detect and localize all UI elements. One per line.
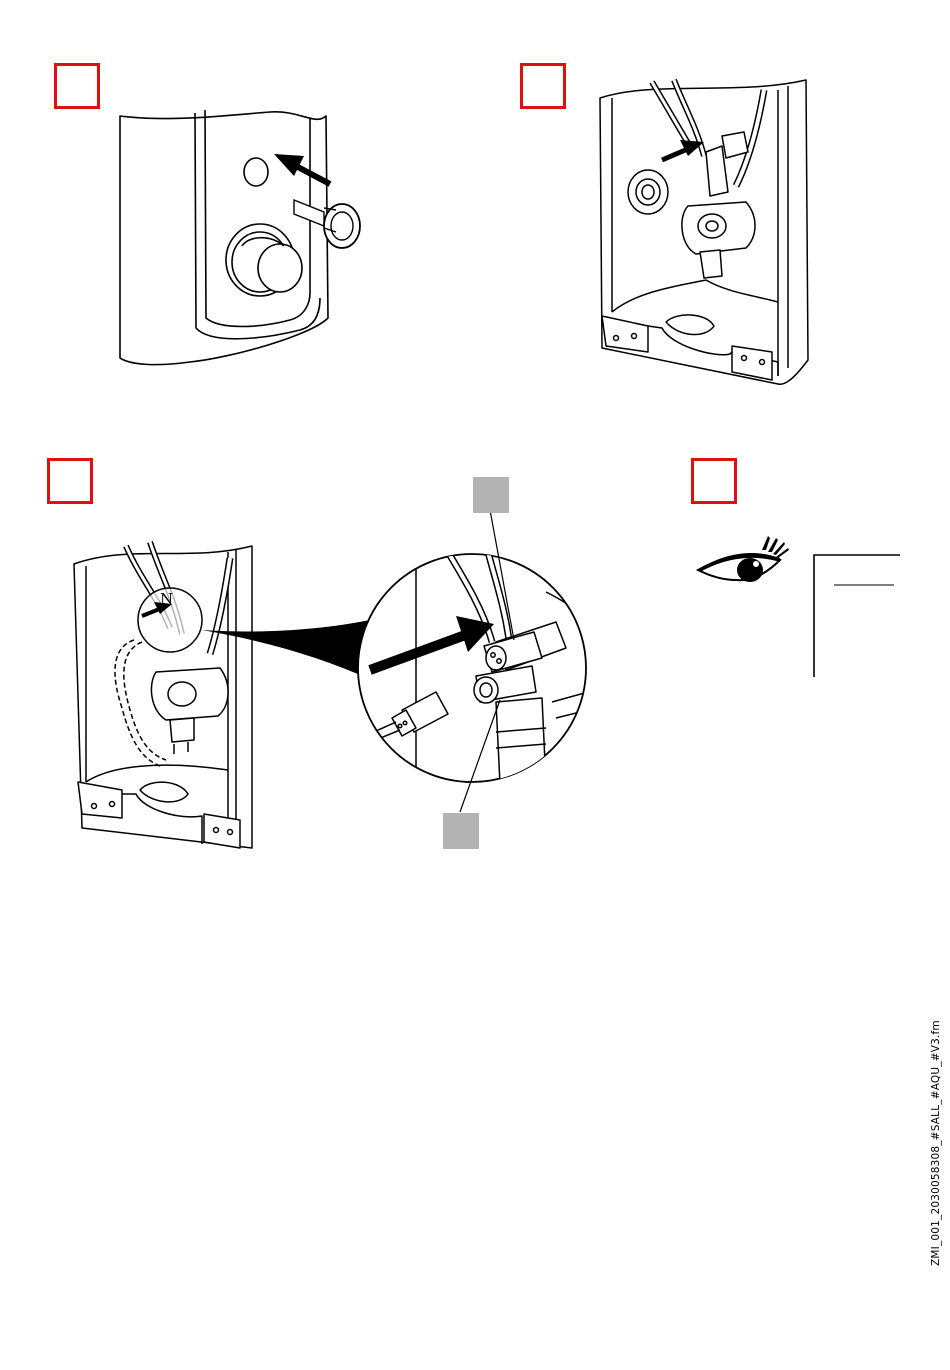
eye-icon	[696, 530, 792, 590]
figure-2-housing-interior	[596, 76, 814, 388]
inspection-bracket	[812, 553, 902, 679]
document-file-code: ZMI_001_2030058308_#SALL_#AQU_#V3.fm	[930, 1020, 942, 1266]
callout-lines	[440, 500, 520, 840]
step-1-box	[54, 63, 100, 109]
figure-3-housing-connection: N	[70, 538, 260, 854]
figure-1-panel-with-knob	[110, 108, 350, 373]
callout-box-top	[473, 477, 509, 513]
zoom-pointer-wedge	[200, 600, 380, 690]
step-2-box	[520, 63, 566, 109]
callout-box-bottom	[443, 813, 479, 849]
step-4-box	[691, 458, 737, 504]
step-3-box	[47, 458, 93, 504]
